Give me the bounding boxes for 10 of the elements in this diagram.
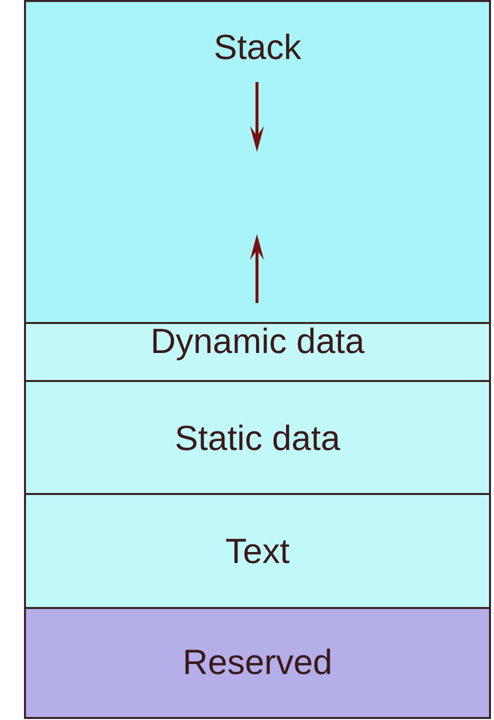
memory-segment	[24, 380, 491, 495]
memory-segment	[24, 322, 491, 382]
segment-label: Dynamic data	[150, 322, 366, 362]
segment-label: Stack	[212, 28, 302, 68]
segment-label: Reserved	[182, 643, 334, 683]
memory-segment	[24, 607, 491, 719]
segment-label: Text	[224, 532, 291, 572]
memory-segment	[24, 493, 491, 609]
memory-segment	[24, 0, 491, 324]
segment-label: Static data	[174, 419, 342, 459]
